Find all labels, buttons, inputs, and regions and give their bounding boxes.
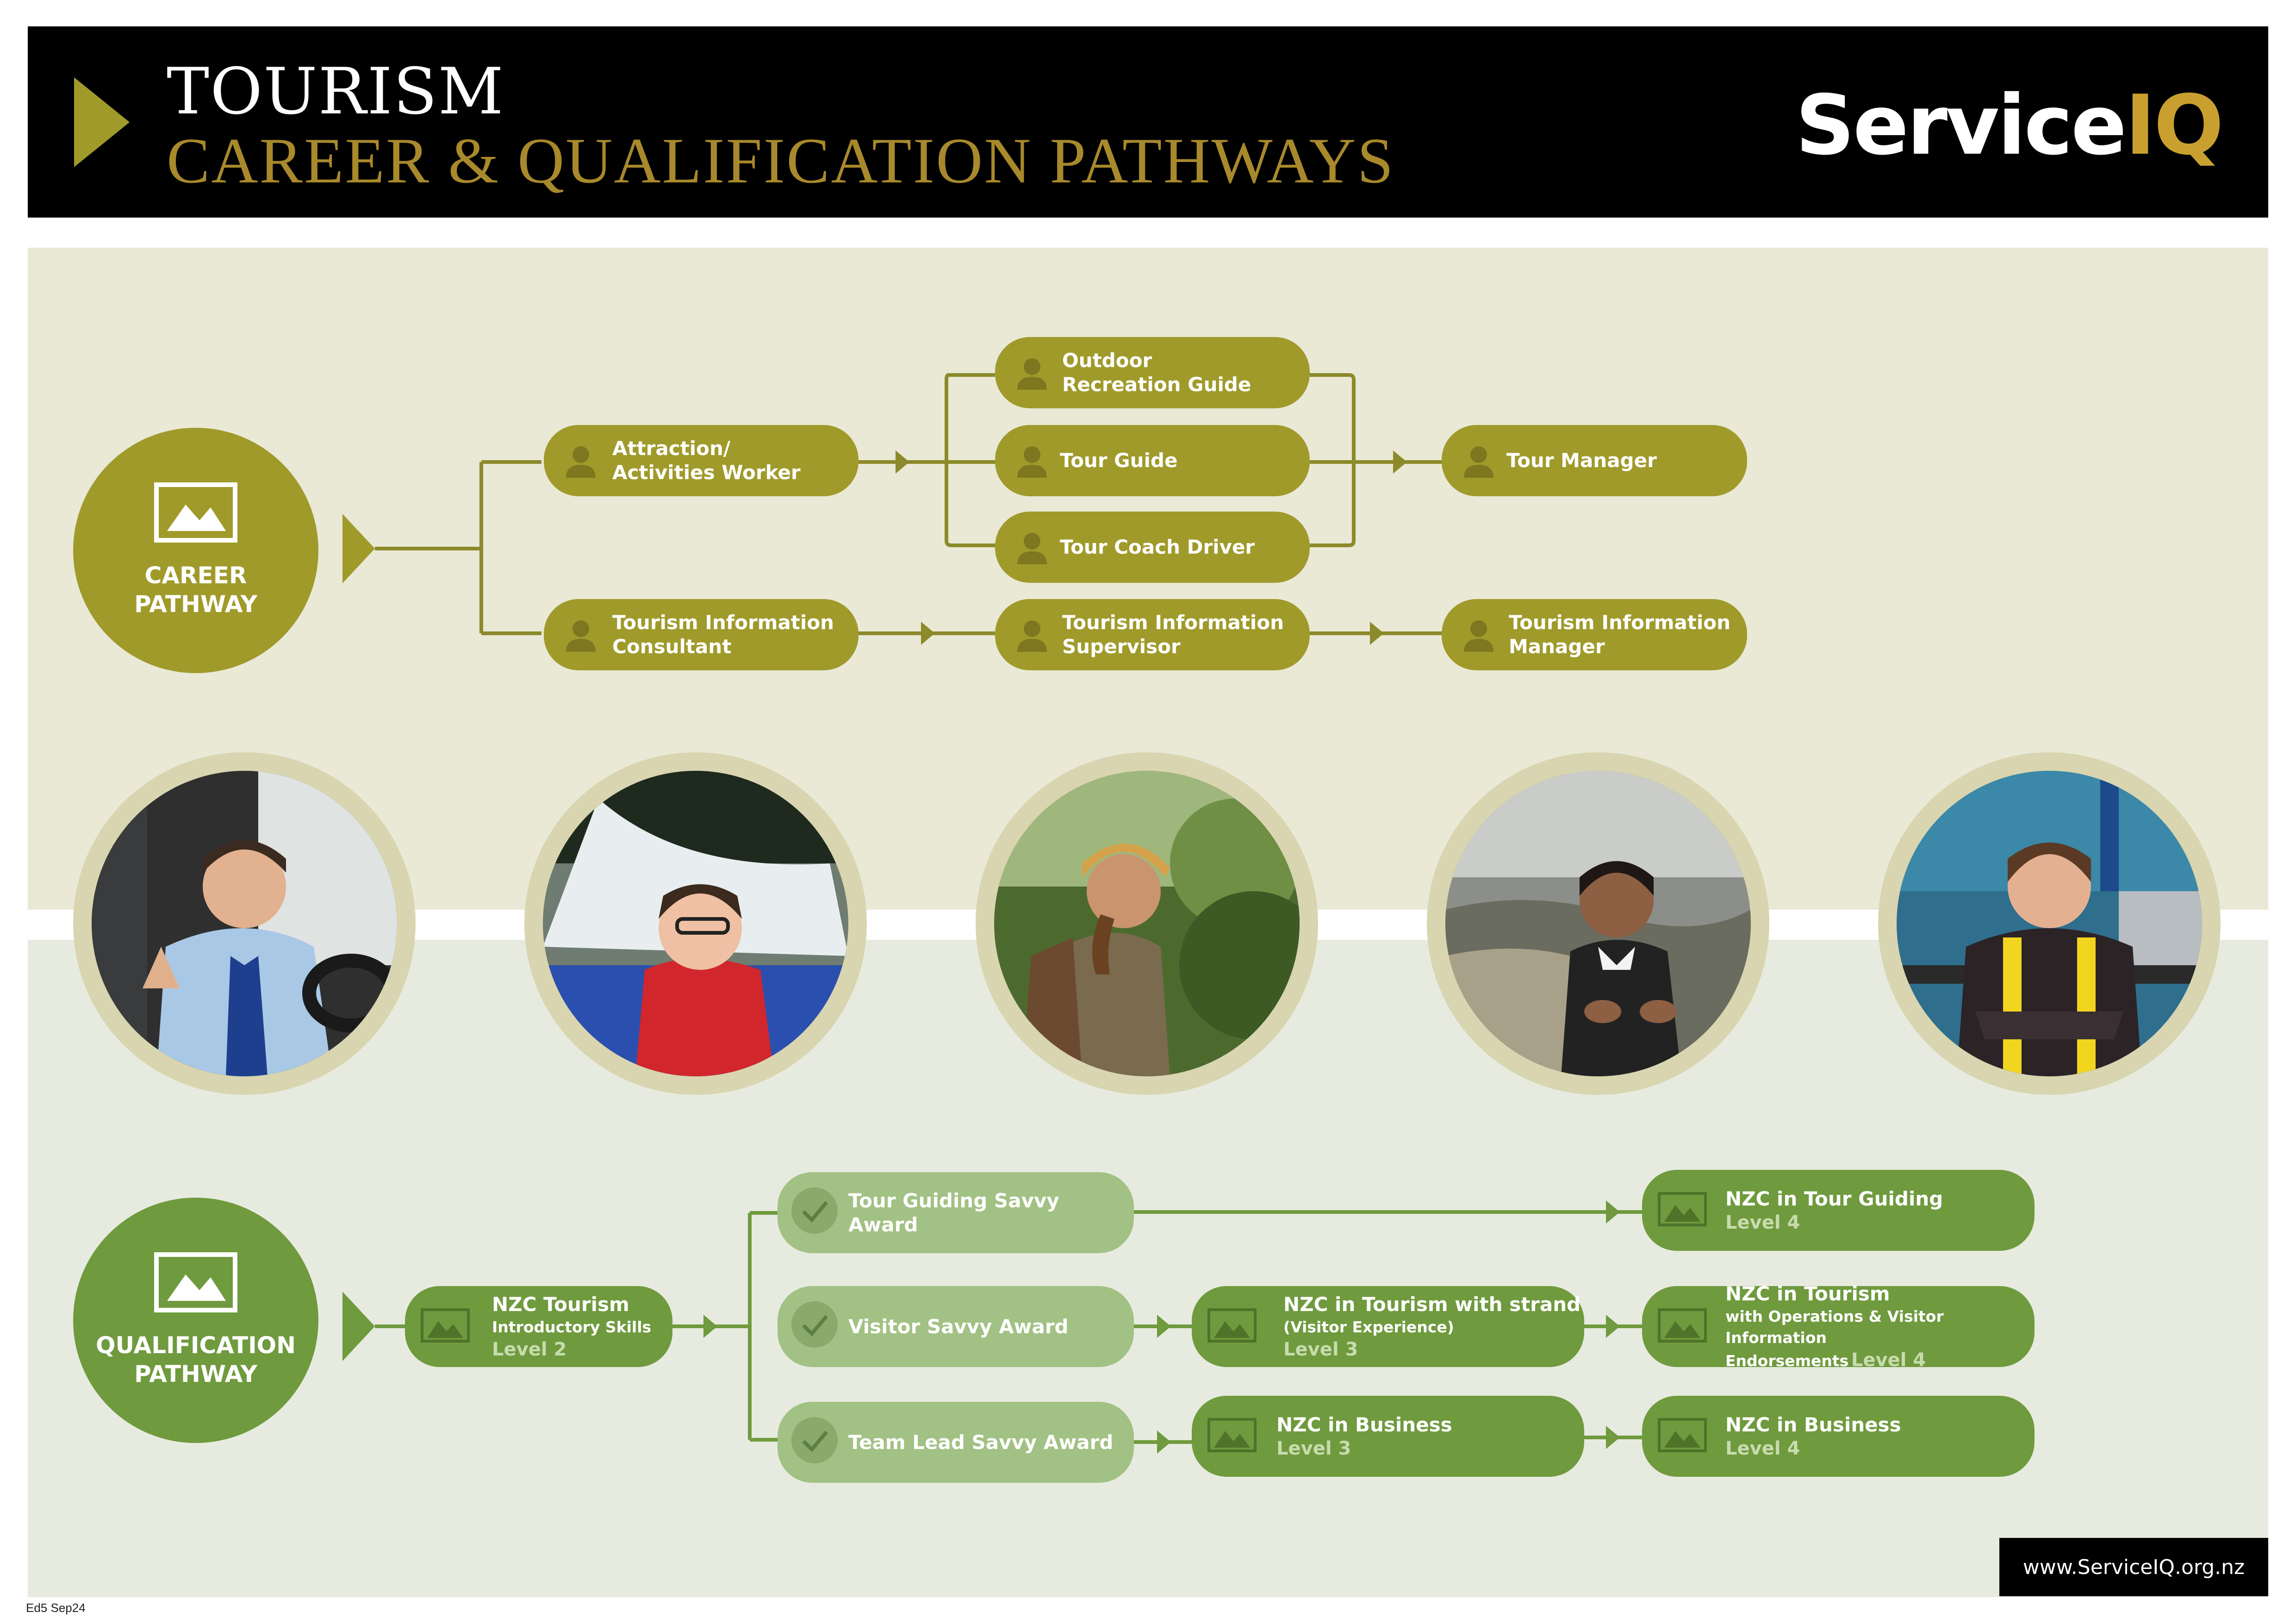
award-team-lead-savvy: Team Lead Savvy Award xyxy=(778,1402,1134,1483)
qual-nzc-business-level4: NZC in Business Level 4 xyxy=(1642,1396,2035,1477)
award-visitor-savvy: Visitor Savvy Award xyxy=(778,1286,1134,1367)
image-icon xyxy=(154,1252,237,1312)
qual-nzc-tourism-visitor-experience: NZC in Tourism with strand (Visitor Expe… xyxy=(1192,1286,1584,1367)
check-icon xyxy=(791,1301,838,1348)
check-icon xyxy=(791,1417,838,1463)
person-icon xyxy=(1017,446,1047,478)
photo-geothermal-guide xyxy=(1427,752,1769,1095)
person-icon xyxy=(566,446,596,478)
certificate-icon xyxy=(1207,1418,1257,1452)
page-title: TOURISM xyxy=(167,54,504,129)
certificate-icon xyxy=(1658,1418,1707,1452)
role-attraction-activities-worker: Attraction/Activities Worker xyxy=(544,425,859,496)
role-tour-manager: Tour Manager xyxy=(1442,425,1747,496)
qual-nzc-business-level3: NZC in Business Level 3 xyxy=(1192,1396,1584,1477)
role-tour-coach-driver: Tour Coach Driver xyxy=(995,512,1310,583)
logo-accent: IQ xyxy=(2125,77,2224,173)
certificate-icon xyxy=(421,1308,470,1343)
person-icon xyxy=(566,620,596,652)
certificate-icon xyxy=(1658,1192,1707,1226)
qual-nzc-tour-guiding: NZC in Tour Guiding Level 4 xyxy=(1642,1170,2035,1251)
qual-nzc-tourism-operations: NZC in Tourism with Operations & Visitor… xyxy=(1642,1282,2035,1371)
website-url[interactable]: www.ServiceIQ.org.nz xyxy=(1999,1538,2268,1596)
serviceiq-logo: ServiceIQ xyxy=(1795,77,2224,173)
logo-text: Service xyxy=(1795,77,2127,173)
qualification-pathway-label: QUALIFICATION PATHWAY xyxy=(95,1332,296,1387)
person-icon xyxy=(1464,446,1493,478)
person-icon xyxy=(1464,620,1493,652)
person-icon xyxy=(1017,533,1047,564)
photo-hiker xyxy=(976,752,1318,1095)
image-icon xyxy=(154,482,237,543)
qualification-pathway-hub: QUALIFICATION PATHWAY xyxy=(73,1198,318,1443)
person-icon xyxy=(1017,620,1047,652)
photo-jet-boat xyxy=(524,752,867,1095)
career-connectors xyxy=(342,373,1444,645)
award-tour-guiding-savvy: Tour Guiding Savvy Award xyxy=(778,1172,1134,1253)
edition-label: Ed5 Sep24 xyxy=(26,1601,86,1615)
photo-coach-driver xyxy=(73,752,416,1095)
qual-nzc-tourism-introductory: NZC Tourism Introductory Skills Level 2 xyxy=(405,1286,672,1367)
check-icon xyxy=(791,1187,838,1234)
page-subtitle: CAREER & QUALIFICATION PATHWAYS xyxy=(167,125,1395,197)
header-bar: TOURISM CAREER & QUALIFICATION PATHWAYS … xyxy=(28,26,2268,218)
certificate-icon xyxy=(1658,1308,1707,1343)
role-tour-guide: Tour Guide xyxy=(995,425,1310,496)
qualification-connectors xyxy=(342,1200,1643,1454)
photo-bungy-worker xyxy=(1878,752,2221,1095)
play-arrow-icon xyxy=(74,77,130,167)
certificate-icon xyxy=(1207,1308,1257,1343)
career-pathway-label: CAREER PATHWAY xyxy=(134,562,257,618)
career-pathway-hub: CAREER PATHWAY xyxy=(73,428,318,673)
person-icon xyxy=(1017,358,1047,390)
